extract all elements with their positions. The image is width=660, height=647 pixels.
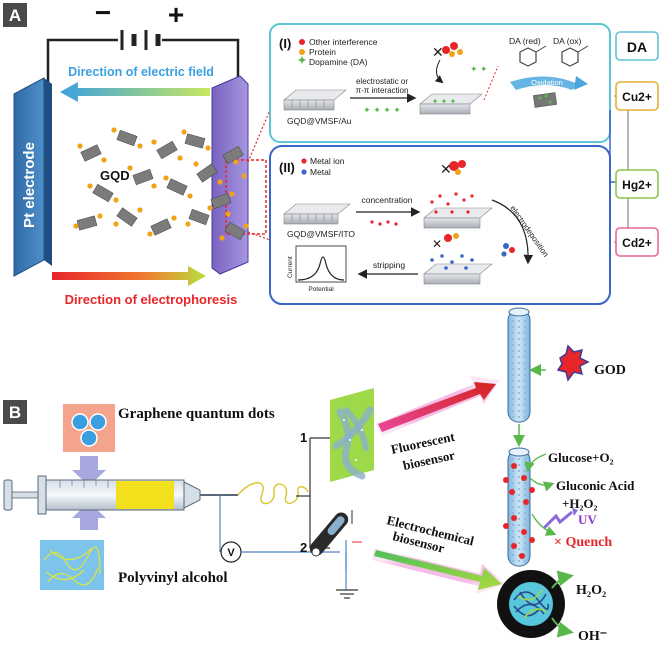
pva-square [40, 540, 104, 590]
analyte-cd-label: Cd2+ [622, 236, 652, 250]
fiber-tube-top [507, 307, 531, 423]
box-i-arrow-label-1: electrostatic or [356, 77, 408, 86]
da-ox-label: DA (ox) [553, 36, 582, 46]
electrophoresis-label: Direction of electrophoresis [65, 292, 238, 307]
panel-b-label: B [9, 403, 21, 422]
analyte-cd: Cd2+ [615, 227, 659, 257]
legend-other-interference: Other interference [309, 37, 378, 47]
analyte-da: DA [615, 31, 659, 61]
svg-text:✕: ✕ [440, 161, 452, 177]
god-label: GOD [594, 363, 626, 378]
branch-2-label: 2 [300, 540, 307, 555]
branch-1-label: 1 [300, 430, 307, 445]
fiber-cross-section [497, 570, 565, 638]
fluorescent-arrow [376, 376, 500, 436]
pt-electrode-label: Pt electrode [21, 142, 38, 228]
uv-label: UV [578, 512, 597, 527]
h2o2-product-label: +H₂O₂ [562, 496, 598, 511]
electrospinning-jet [237, 482, 309, 505]
uv-arrow [542, 508, 578, 530]
box-ii-substrate: GQD@VMSF/ITO [287, 229, 355, 239]
plot-y-label: Current [287, 256, 294, 278]
box-ii-title: (II) [279, 160, 295, 175]
h2o2-label: H₂O₂ [576, 583, 606, 598]
electric-field-label: Direction of electric field [68, 65, 214, 79]
fiber-collector [330, 388, 374, 482]
pva-label: Polyvinyl alcohol [118, 570, 228, 586]
gqd-square [63, 404, 115, 452]
glucose-label: Glucose+O₂ [548, 450, 614, 465]
electrochemical-arrow [372, 548, 506, 594]
gqd-down-arrow [72, 456, 106, 486]
oh-label: OH⁻ [578, 629, 607, 644]
gluconic-label: Gluconic Acid [556, 478, 635, 493]
da-red-label: DA (red) [509, 36, 541, 46]
panel-b: B Graphene quantum dots Polyvinyl alcoho… [3, 307, 635, 644]
pt-electrode: Pt electrode [13, 77, 52, 277]
concentration-label: concentration [361, 195, 412, 205]
panel-a-label-box [3, 3, 27, 27]
analyte-hg: Hg2+ [615, 169, 659, 199]
electrode-tube [309, 510, 362, 557]
plot-x-label: Potential [308, 286, 334, 293]
gqd-b-label: Graphene quantum dots [118, 406, 275, 422]
svg-text:✦ ✦ ✦: ✦ ✦ ✦ [432, 97, 457, 106]
analyte-da-label: DA [627, 39, 647, 55]
legend-dopamine: Dopamine (DA) [309, 57, 368, 67]
panel-b-label-box [3, 400, 27, 424]
syringe [3, 475, 238, 515]
voltmeter-label: V [227, 547, 235, 559]
battery-minus: − [95, 0, 111, 28]
battery-plus: + [168, 0, 184, 30]
voltmeter: V [220, 541, 242, 563]
stripping-label: stripping [373, 260, 405, 270]
box-i-substrate: GQD@VMSF/Au [287, 116, 352, 126]
battery-circuit: − + [46, 0, 240, 100]
panel-a-label: A [9, 6, 21, 25]
gqd-label: GQD [100, 168, 130, 183]
fiber-tube-bottom [503, 447, 535, 567]
analyte-cu: Cu2+ [615, 81, 659, 111]
electric-field-arrow [60, 82, 210, 102]
spinning-circuit [219, 437, 358, 599]
gqd-particles: GQD [73, 127, 249, 241]
electrophoresis-arrow [52, 266, 206, 286]
svg-text:✕: ✕ [432, 44, 444, 60]
svg-text:✕: ✕ [432, 237, 442, 251]
svg-text:✦: ✦ [297, 55, 306, 67]
analyte-cu-label: Cu2+ [622, 90, 652, 104]
stripping-plot: Current Potential [287, 245, 347, 293]
god-enzyme [556, 344, 590, 382]
legend-metal-ion: Metal ion [310, 156, 345, 166]
pva-up-arrow [72, 502, 106, 530]
panel-a: A − + Direction of electric field Pt ele… [0, 0, 660, 312]
box-i-title: (I) [279, 36, 291, 51]
oxidation-label: Oxidation [531, 78, 563, 87]
analyte-hg-label: Hg2+ [622, 178, 652, 192]
box-i-arrow-label-2: π-π interaction [356, 86, 409, 95]
box-i: (I) ✦ Other interference Protein Dopamin… [269, 23, 611, 143]
svg-text:✦ ✦: ✦ ✦ [470, 64, 488, 74]
quench-label: × Quench [554, 535, 612, 550]
svg-text:✦ ✦ ✦ ✦: ✦ ✦ ✦ ✦ [363, 105, 401, 115]
box-ii: (II) Metal ion Metal GQD@VMSF/ITO concen… [269, 145, 611, 305]
legend-metal: Metal [310, 167, 331, 177]
legend-protein: Protein [309, 47, 336, 57]
metal-atoms-side [501, 243, 515, 257]
